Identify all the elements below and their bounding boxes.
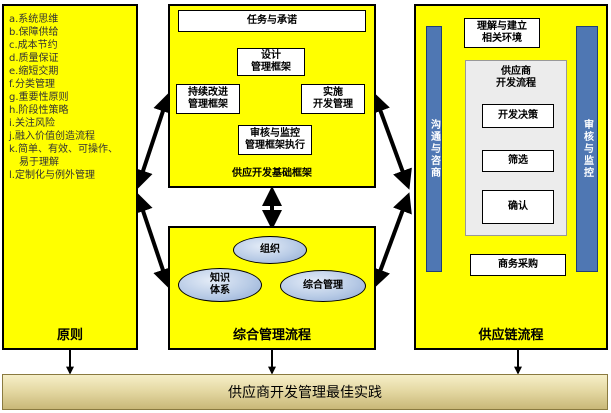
audit-box: 审核与监控 管理框架执行 bbox=[238, 125, 312, 155]
screen-box: 筛选 bbox=[482, 150, 554, 172]
audit-monitor-bar: 审核与监控 bbox=[576, 26, 598, 272]
principle-item: h.阶段性策略 bbox=[9, 105, 69, 116]
mgmt-ellipse: 综合管理 bbox=[280, 270, 366, 302]
implement-box: 实施 开发管理 bbox=[301, 84, 365, 114]
arrow-integrated-supply bbox=[371, 192, 412, 289]
knowledge-ellipse: 知识 体系 bbox=[178, 268, 262, 302]
supply-title: 供应链流程 bbox=[478, 328, 544, 343]
arrow-principles-integrated bbox=[133, 192, 173, 289]
framework-title: 供应开发基础框架 bbox=[232, 168, 312, 179]
principles-panel: a.系统思维 b.保障供给 c.成本节约 d.质量保证 e.缩短交期 f.分类管… bbox=[2, 4, 138, 350]
principle-item: c.成本节约 bbox=[9, 40, 58, 51]
principle-item: g.重要性原则 bbox=[9, 92, 69, 103]
arrow-framework-supply bbox=[371, 92, 412, 190]
principle-item: b.保障供给 bbox=[9, 27, 59, 38]
principle-item: l.定制化与例外管理 bbox=[9, 170, 95, 181]
understand-box: 理解与建立 相关环境 bbox=[464, 18, 540, 48]
communication-bar: 沟通与咨商 bbox=[426, 26, 442, 272]
principle-item: a.系统思维 bbox=[9, 14, 59, 25]
best-practice-banner: 供应商开发管理最佳实践 bbox=[2, 374, 608, 410]
confirm-box: 确认 bbox=[482, 190, 554, 224]
integrated-title: 综合管理流程 bbox=[232, 328, 311, 343]
principles-list: a.系统思维 b.保障供给 c.成本节约 d.质量保证 e.缩短交期 f.分类管… bbox=[9, 13, 137, 182]
principle-item: k.简单、有效、可操作、 bbox=[9, 144, 118, 155]
dev-flow-title: 供应商 开发流程 bbox=[496, 66, 536, 89]
principle-item: i.关注风险 bbox=[9, 118, 55, 129]
procure-box: 商务采购 bbox=[470, 254, 566, 276]
principle-item: e.缩短交期 bbox=[9, 66, 59, 77]
improve-box: 持续改进 管理框架 bbox=[176, 84, 240, 114]
design-box: 设计 管理框架 bbox=[237, 48, 305, 76]
arrow-principles-framework bbox=[133, 92, 173, 190]
principle-item: d.质量保证 bbox=[9, 53, 59, 64]
principles-title: 原则 bbox=[56, 328, 83, 343]
decision-box: 开发决策 bbox=[482, 104, 554, 128]
task-box: 任务与承诺 bbox=[178, 10, 366, 32]
org-ellipse: 组织 bbox=[233, 236, 307, 264]
principle-item: 易于理解 bbox=[19, 157, 59, 168]
principle-item: f.分类管理 bbox=[9, 79, 55, 90]
principle-item: j.融入价值创造流程 bbox=[9, 131, 95, 142]
